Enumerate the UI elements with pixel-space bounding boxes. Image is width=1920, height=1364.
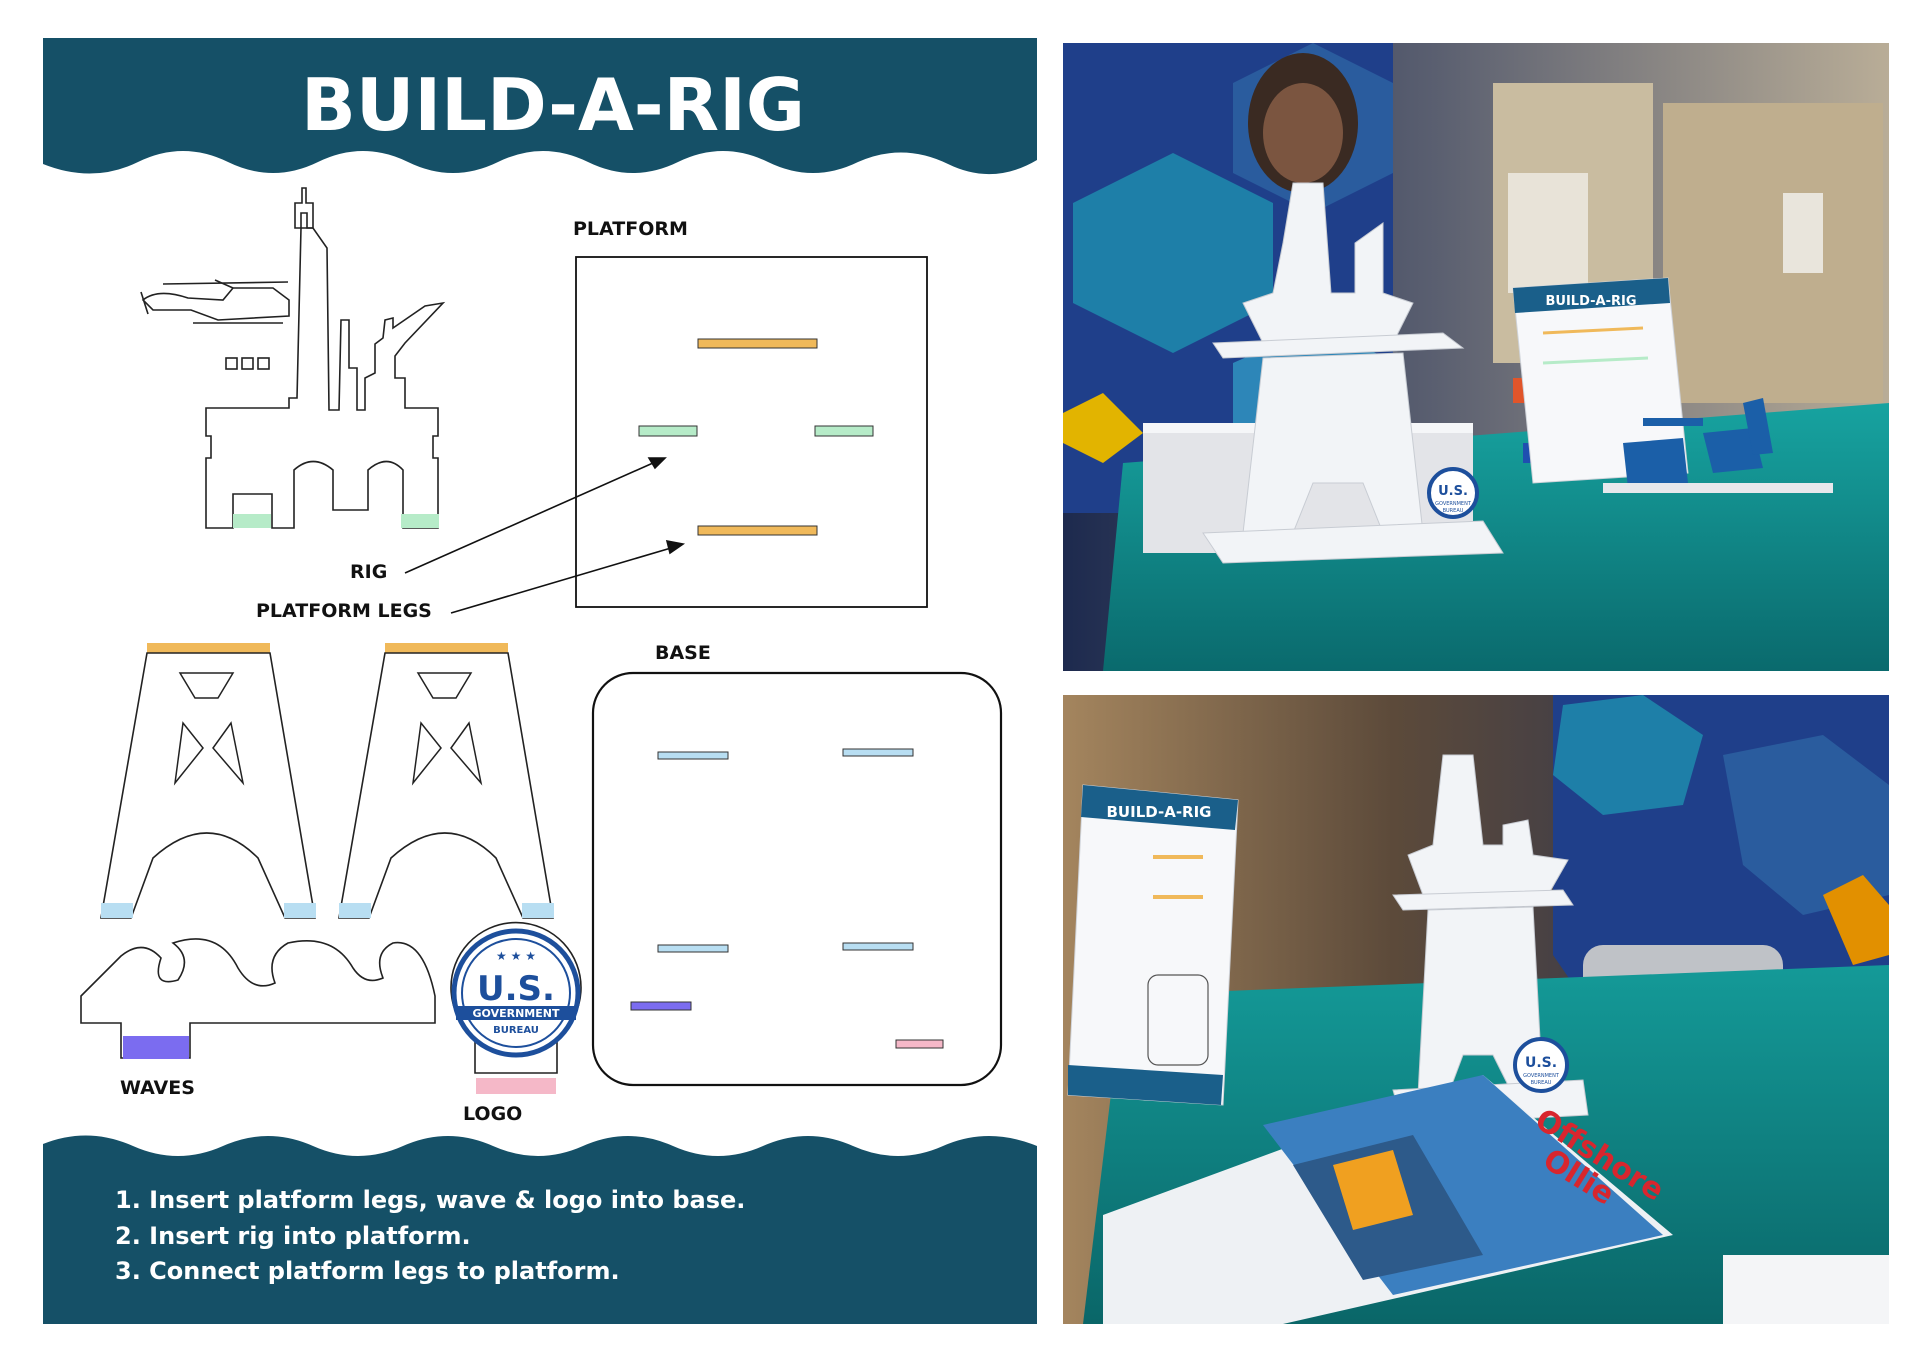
step-2: 2. Insert rig into platform. xyxy=(115,1222,471,1250)
rig-tab-left xyxy=(233,514,271,528)
photo-top-scene: U.S. GOVERNMENT BUREAU BUILD-A-RIG xyxy=(1063,43,1889,671)
base-slot-logo xyxy=(895,1039,944,1049)
logo-cutout: ★ ★ ★ U.S. GOVERNMENT BUREAU xyxy=(450,921,582,1094)
logo-label: LOGO xyxy=(463,1103,522,1125)
rig-label: RIG xyxy=(350,561,387,583)
svg-text:★ ★ ★: ★ ★ ★ xyxy=(496,949,536,963)
platform-slot-top xyxy=(697,338,818,349)
platform-slot-left xyxy=(638,425,698,437)
rig-cutout xyxy=(140,187,446,529)
waves-label: WAVES xyxy=(120,1077,195,1099)
step-3: 3. Connect platform legs to platform. xyxy=(115,1257,620,1285)
bottom-build-a-rig-sign: BUILD-A-RIG xyxy=(1067,784,1239,1106)
base-slot-1 xyxy=(657,751,729,760)
platform-leg-right xyxy=(338,643,554,919)
poster-artwork: BUILD-A-RIG PLATFORM xyxy=(43,38,1037,1324)
platform-slot-right xyxy=(814,425,874,437)
poster-title: BUILD-A-RIG xyxy=(301,63,805,147)
logo-us-text: U.S. xyxy=(477,969,555,1009)
bottom-badge-line1: GOVERNMENT xyxy=(1523,1073,1560,1079)
logo-line2: BUREAU xyxy=(493,1025,539,1036)
top-badge-line2: BUREAU xyxy=(1443,508,1464,514)
offshore-ollie-booklets: Offshore Ollie xyxy=(1103,1075,1673,1324)
top-badge-us: U.S. xyxy=(1438,484,1468,499)
platform-label: PLATFORM xyxy=(573,218,688,240)
platform-legs-label: PLATFORM LEGS xyxy=(256,600,432,622)
logo-line1: GOVERNMENT xyxy=(473,1007,560,1020)
build-a-rig-poster: BUILD-A-RIG PLATFORM xyxy=(43,38,1037,1324)
base-cutout xyxy=(591,671,1003,1087)
base-slot-4 xyxy=(842,942,914,951)
step-1: 1. Insert platform legs, wave & logo int… xyxy=(115,1186,746,1214)
photo-bottom-scene: BUILD-A-RIG U.S. GOVERNMENT BUREAU Offsh… xyxy=(1063,695,1889,1324)
photo-display-top: U.S. GOVERNMENT BUREAU BUILD-A-RIG xyxy=(1063,43,1889,671)
platform-leg-left xyxy=(100,643,316,919)
build-a-rig-sign: BUILD-A-RIG xyxy=(1512,277,1689,484)
bottom-sign-title: BUILD-A-RIG xyxy=(1107,803,1212,821)
bottom-badge-us: U.S. xyxy=(1525,1055,1557,1071)
rig-tab-right xyxy=(401,514,439,528)
white-rig-model xyxy=(1202,182,1504,564)
blue-rig-model xyxy=(1623,398,1773,488)
platform-slot-bottom xyxy=(697,525,818,536)
waves-cutout xyxy=(80,938,436,1059)
base-label: BASE xyxy=(655,642,711,664)
top-badge-line1: GOVERNMENT xyxy=(1435,501,1472,507)
photo-display-bottom: BUILD-A-RIG U.S. GOVERNMENT BUREAU Offsh… xyxy=(1063,695,1889,1324)
callout-arrows xyxy=(404,457,686,614)
bottom-badge-line2: BUREAU xyxy=(1531,1080,1552,1086)
base-slot-3 xyxy=(657,944,729,953)
top-sign-title: BUILD-A-RIG xyxy=(1546,294,1637,309)
header-wave-banner xyxy=(43,38,1037,175)
base-slot-2 xyxy=(842,748,914,757)
base-slot-wave xyxy=(630,1001,692,1011)
footer-wave-banner xyxy=(43,1135,1037,1324)
platform-cutout xyxy=(575,256,928,608)
